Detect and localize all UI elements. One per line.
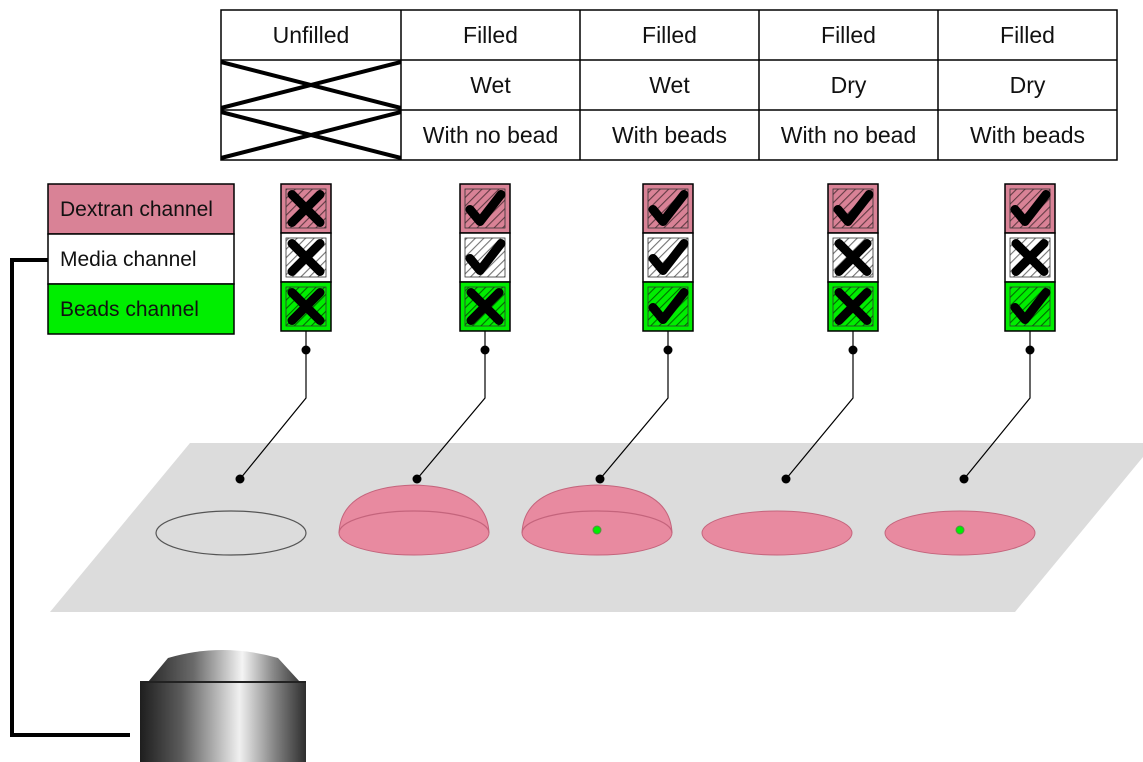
table-cell-wetness: Wet xyxy=(470,72,511,98)
table-cell-wetness: Dry xyxy=(1010,72,1046,98)
droplet-dome-rim xyxy=(521,510,673,534)
check-mark-icon xyxy=(465,239,506,275)
legend-to-objective-connector xyxy=(10,258,130,737)
droplet-flat xyxy=(701,510,853,556)
sample-5 xyxy=(884,510,1036,556)
leader-dot xyxy=(412,474,422,484)
sample-4 xyxy=(701,510,853,556)
table-frame xyxy=(220,9,1118,161)
table-cell-header: Unfilled xyxy=(273,22,350,48)
sample-2 xyxy=(338,484,490,556)
crossed-cell-stroke xyxy=(220,60,402,110)
leader-dot xyxy=(781,474,791,484)
droplet-dome-rim xyxy=(338,510,490,534)
check-mark-icon xyxy=(465,190,506,226)
cross-mark-icon xyxy=(466,288,504,325)
legend-swatch xyxy=(47,183,235,235)
sample-3 xyxy=(521,484,673,556)
table-cell-beads: With no bead xyxy=(781,122,917,148)
cross-mark-icon xyxy=(834,239,872,276)
indicator-column xyxy=(1004,183,1056,355)
legend-label: Dextran channel xyxy=(60,198,213,221)
leader-line xyxy=(416,350,486,480)
legend-swatch xyxy=(47,283,235,335)
leader-dot xyxy=(235,474,245,484)
indicator-column xyxy=(642,183,694,355)
leader-dot xyxy=(959,474,969,484)
leader-line xyxy=(239,350,307,480)
cross-mark-icon xyxy=(1011,239,1049,276)
table-cell-header: Filled xyxy=(642,22,697,48)
leader-line xyxy=(785,350,854,480)
table-cell-header: Filled xyxy=(463,22,518,48)
leader-lines xyxy=(235,350,1031,484)
table-cell-header: Filled xyxy=(1000,22,1055,48)
leader-line xyxy=(599,350,669,480)
legend-label: Media channel xyxy=(60,248,197,271)
check-mark-icon xyxy=(648,239,689,275)
cross-mark-icon xyxy=(287,288,325,325)
table-cell-beads: With beads xyxy=(612,122,727,148)
indicator-column xyxy=(459,183,511,355)
indicator-column xyxy=(280,183,332,355)
leader-dot xyxy=(595,474,605,484)
table-cell-beads: With beads xyxy=(970,122,1085,148)
bead xyxy=(592,525,602,535)
check-mark-icon xyxy=(1010,190,1051,226)
bead xyxy=(955,525,965,535)
indicator-column xyxy=(827,183,879,355)
channel-status-indicators xyxy=(280,183,1056,355)
check-mark-icon xyxy=(1010,288,1051,324)
check-mark-icon xyxy=(648,288,689,324)
crossed-cell-stroke xyxy=(220,110,402,160)
check-mark-icon xyxy=(648,190,689,226)
table-cell-wetness: Dry xyxy=(831,72,867,98)
microscope-objective-icon xyxy=(140,650,306,762)
empty-well-outline xyxy=(155,510,307,556)
check-mark-icon xyxy=(833,190,874,226)
legend-label: Beads channel xyxy=(60,298,199,321)
cross-mark-icon xyxy=(834,288,872,325)
cross-mark-icon xyxy=(287,239,325,276)
droplet-dome xyxy=(338,484,490,556)
sample-1 xyxy=(155,510,307,556)
samples xyxy=(155,484,1036,556)
cross-mark-icon xyxy=(287,190,325,227)
table-cell-wetness: Wet xyxy=(649,72,690,98)
table-cell-header: Filled xyxy=(821,22,876,48)
leader-line xyxy=(963,350,1031,480)
table-cell-beads: With no bead xyxy=(423,122,559,148)
droplet-dome xyxy=(521,484,673,556)
